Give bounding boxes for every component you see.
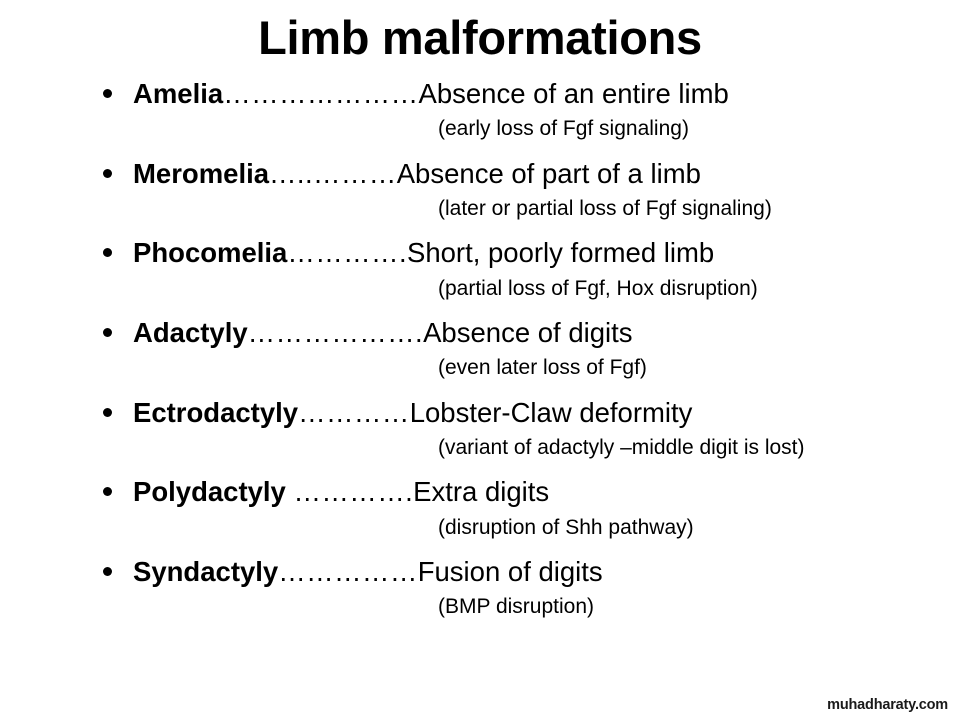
dot-leader: …..……… bbox=[269, 157, 397, 189]
list-item: Amelia…………………Absence of an entire limb (… bbox=[0, 78, 960, 142]
list-item-note: (BMP disruption) bbox=[438, 595, 595, 619]
list-item: Adactyly……………….Absence of digits (even l… bbox=[0, 317, 960, 381]
term-label: Amelia bbox=[133, 78, 224, 109]
bullet-dot-icon bbox=[103, 89, 112, 98]
list-item-main-line: Phocomelia………….Short, poorly formed limb bbox=[133, 237, 960, 269]
list-item: Phocomelia………….Short, poorly formed limb… bbox=[0, 237, 960, 301]
definition-label: Fusion of digits bbox=[417, 555, 603, 587]
term-label: Meromelia bbox=[133, 157, 270, 189]
bullet-dot-icon bbox=[103, 407, 112, 417]
bullet-dot-icon bbox=[103, 487, 112, 497]
definition-label: Absence of an entire limb bbox=[418, 78, 729, 109]
dot-leader: …………. bbox=[287, 237, 407, 269]
list-item-note: (variant of adactyly –middle digit is lo… bbox=[438, 435, 805, 459]
list-item-note: (partial loss of Fgf, Hox disruption) bbox=[438, 276, 758, 300]
list-item: Meromelia…..………Absence of part of a limb… bbox=[0, 158, 960, 222]
site-watermark: muhadharaty.com bbox=[827, 697, 948, 713]
list-item-main-line: Polydactyly ………….Extra digits bbox=[133, 476, 960, 508]
dot-leader: …………. bbox=[293, 476, 414, 508]
bullet-dot-icon bbox=[103, 168, 112, 178]
list-item-main-line: Amelia…………………Absence of an entire limb bbox=[133, 78, 960, 110]
definition-label: Lobster-Claw deformity bbox=[409, 396, 693, 428]
dot-leader: ………………. bbox=[247, 316, 424, 348]
term-label: Adactyly bbox=[133, 316, 248, 348]
definition-label: Extra digits bbox=[413, 476, 550, 508]
dot-leader: ………………… bbox=[223, 78, 419, 109]
definition-label: Short, poorly formed limb bbox=[407, 237, 715, 269]
definition-label: Absence of part of a limb bbox=[396, 157, 701, 189]
definition-label: Absence of digits bbox=[423, 316, 633, 348]
list-item-note: (even later loss of Fgf) bbox=[438, 356, 647, 380]
list-item-main-line: Ectrodactyly…………Lobster-Claw deformity bbox=[133, 397, 960, 429]
malformation-list: Amelia…………………Absence of an entire limb (… bbox=[0, 78, 960, 619]
bullet-dot-icon bbox=[103, 248, 112, 258]
page-title: Limb malformations bbox=[258, 11, 702, 64]
term-label: Polydactyly bbox=[133, 476, 294, 508]
bullet-dot-icon bbox=[103, 566, 112, 576]
list-item: Syndactyly……………Fusion of digits (BMP dis… bbox=[0, 556, 960, 620]
list-item-note: (disruption of Shh pathway) bbox=[438, 515, 694, 539]
list-item-main-line: Adactyly……………….Absence of digits bbox=[133, 317, 960, 349]
term-label: Ectrodactyly bbox=[133, 396, 299, 428]
list-item-note: (later or partial loss of Fgf signaling) bbox=[438, 197, 772, 221]
list-item-note: (early loss of Fgf signaling) bbox=[438, 117, 689, 141]
term-label: Phocomelia bbox=[133, 237, 288, 269]
dot-leader: …………… bbox=[278, 555, 418, 587]
term-label: Syndactyly bbox=[133, 555, 279, 587]
list-item-main-line: Meromelia…..………Absence of part of a limb bbox=[133, 158, 960, 190]
list-item: Polydactyly ………….Extra digits (disruptio… bbox=[0, 476, 960, 540]
list-item-main-line: Syndactyly……………Fusion of digits bbox=[133, 556, 960, 588]
dot-leader: ………… bbox=[298, 396, 410, 428]
list-item: Ectrodactyly…………Lobster-Claw deformity (… bbox=[0, 397, 960, 461]
bullet-dot-icon bbox=[103, 327, 112, 337]
